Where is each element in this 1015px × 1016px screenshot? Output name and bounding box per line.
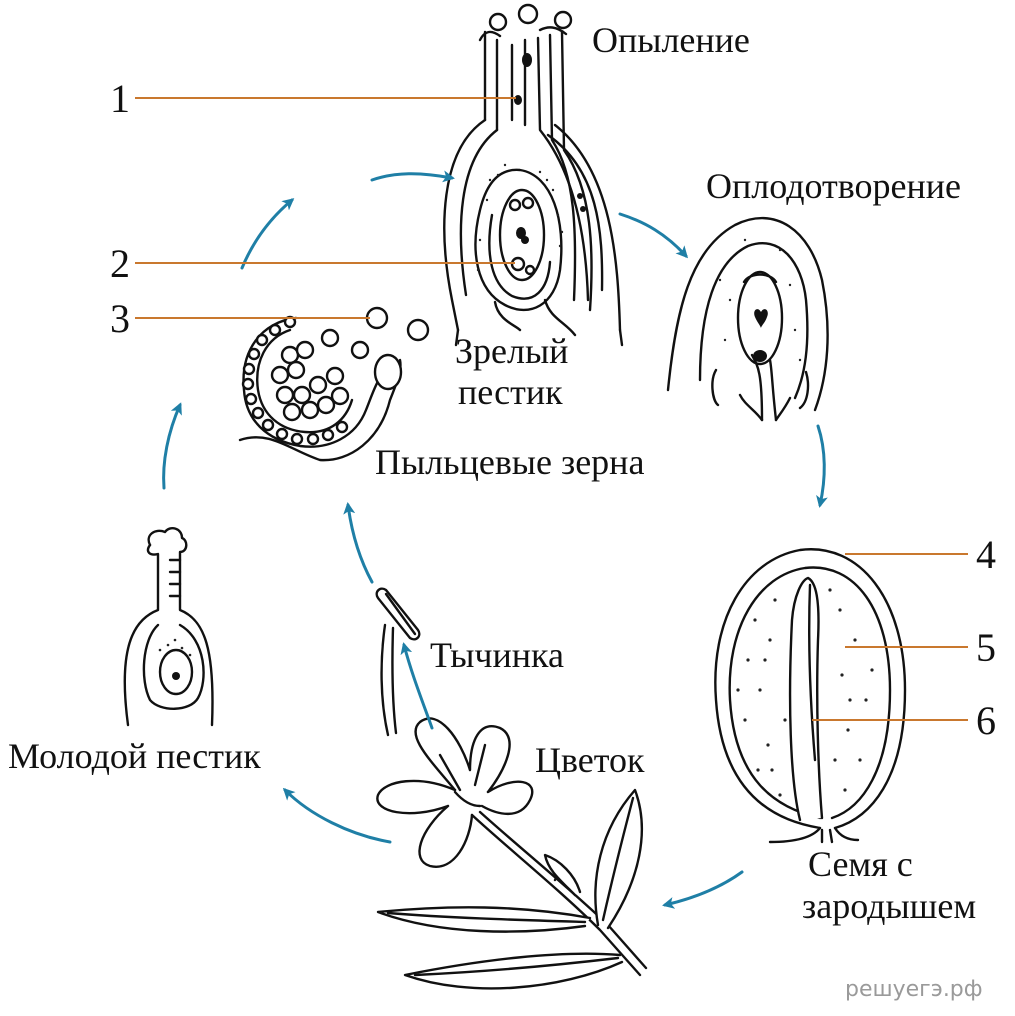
label-seed-line1: Семя с bbox=[808, 844, 913, 884]
arrow-stamen-to-pollen bbox=[343, 502, 374, 584]
fertilization-illustration bbox=[666, 216, 829, 422]
endosperm-stipple bbox=[736, 588, 874, 797]
stamen-illustration bbox=[375, 587, 421, 737]
arrow-to-flower bbox=[662, 870, 744, 909]
label-pollination: Опыление bbox=[592, 20, 750, 60]
label-seed-line2: зародышем bbox=[802, 886, 976, 926]
label-stamen: Тычинка bbox=[430, 635, 564, 675]
label-young-pistil: Молодой пестик bbox=[8, 736, 261, 776]
arrow-young-pistil-up bbox=[162, 402, 182, 490]
cycle-arrows bbox=[162, 170, 828, 909]
marker-1: 1 bbox=[110, 76, 130, 121]
arrow-flower-to-young-pistil bbox=[282, 787, 392, 844]
pollen-grain-cells bbox=[270, 306, 430, 422]
label-mature-pistil-line2: пестик bbox=[458, 372, 563, 412]
arrow-to-seed bbox=[816, 424, 828, 508]
leader-lines bbox=[135, 97, 968, 721]
label-pollen-grains: Пыльцевые зерна bbox=[375, 442, 644, 482]
watermark: решуегэ.рф bbox=[845, 977, 983, 1002]
young-pistil-illustration bbox=[123, 526, 214, 727]
arrow-pollen-to-pistil bbox=[240, 198, 295, 270]
label-fertilization: Оплодотворение bbox=[706, 166, 961, 206]
ovary-stipple bbox=[476, 163, 564, 272]
marker-3: 3 bbox=[110, 296, 130, 341]
anther-wall-beads bbox=[241, 315, 349, 446]
arrow-to-fertilization bbox=[618, 212, 689, 259]
marker-2: 2 bbox=[110, 241, 130, 286]
marker-5: 5 bbox=[976, 625, 996, 670]
label-flower: Цветок bbox=[535, 740, 645, 780]
arrow-to-mature-pistil bbox=[370, 170, 455, 183]
label-mature-pistil-line1: Зрелый bbox=[455, 331, 568, 371]
arrow-flower-to-stamen bbox=[400, 642, 434, 730]
mature-pistil-illustration bbox=[443, 3, 624, 347]
marker-6: 6 bbox=[976, 698, 996, 743]
pollen-grains-illustration bbox=[238, 306, 430, 462]
seed-illustration bbox=[714, 548, 907, 844]
flower-illustration bbox=[376, 717, 648, 990]
marker-4: 4 bbox=[976, 532, 996, 577]
